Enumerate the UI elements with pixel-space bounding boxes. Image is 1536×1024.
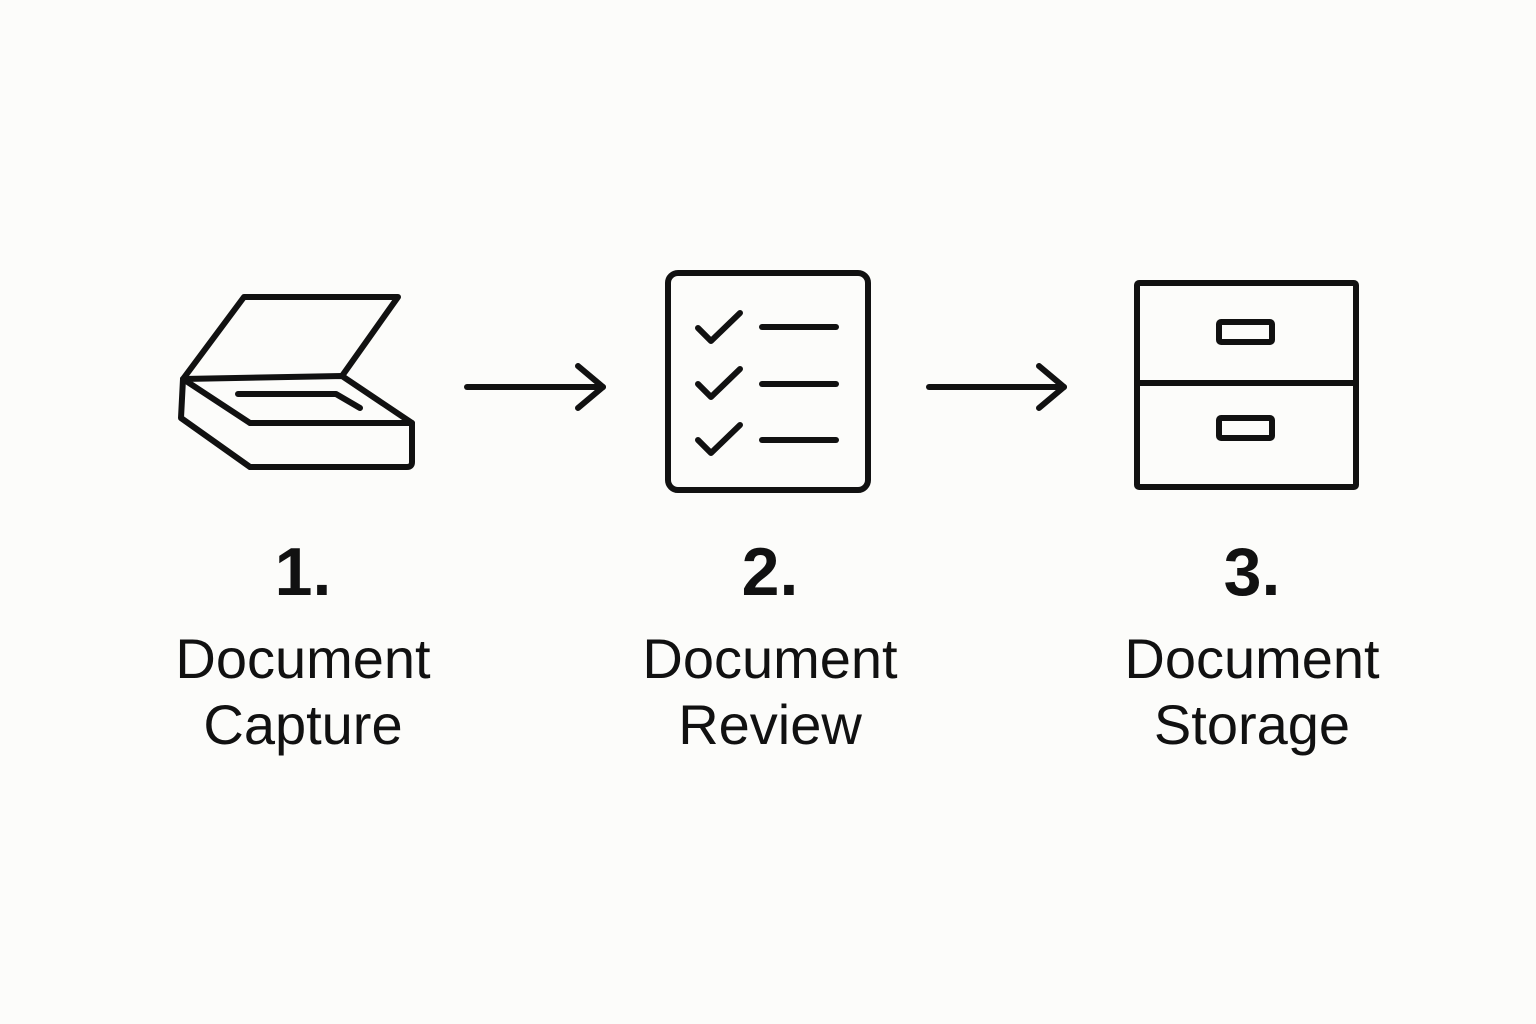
step-2-title-line-2: Review — [678, 693, 862, 756]
step-1-number: 1. — [274, 534, 332, 610]
step-2-title: Document Review — [560, 626, 980, 758]
filing-cabinet-icon — [1132, 278, 1362, 494]
step-2-title-line-1: Document — [642, 627, 898, 690]
step-1-title-line-1: Document — [175, 627, 431, 690]
arrow-right-icon — [924, 360, 1074, 416]
step-1-title: Document Capture — [93, 626, 513, 758]
step-3-label: 3. Document Storage — [1042, 538, 1462, 758]
step-1-label: 1. Document Capture — [93, 538, 513, 758]
step-2-label: 2. Document Review — [560, 538, 980, 758]
step-3-title-line-2: Storage — [1153, 693, 1351, 756]
step-3-number: 3. — [1223, 534, 1281, 610]
scanner-icon — [170, 285, 430, 485]
step-2-number: 2. — [741, 534, 799, 610]
step-1-title-line-2: Capture — [203, 693, 403, 756]
arrow-right-icon — [462, 360, 612, 416]
checklist-icon — [662, 268, 874, 496]
step-3-title: Document Storage — [1042, 626, 1462, 758]
step-3-title-line-1: Document — [1124, 627, 1380, 690]
